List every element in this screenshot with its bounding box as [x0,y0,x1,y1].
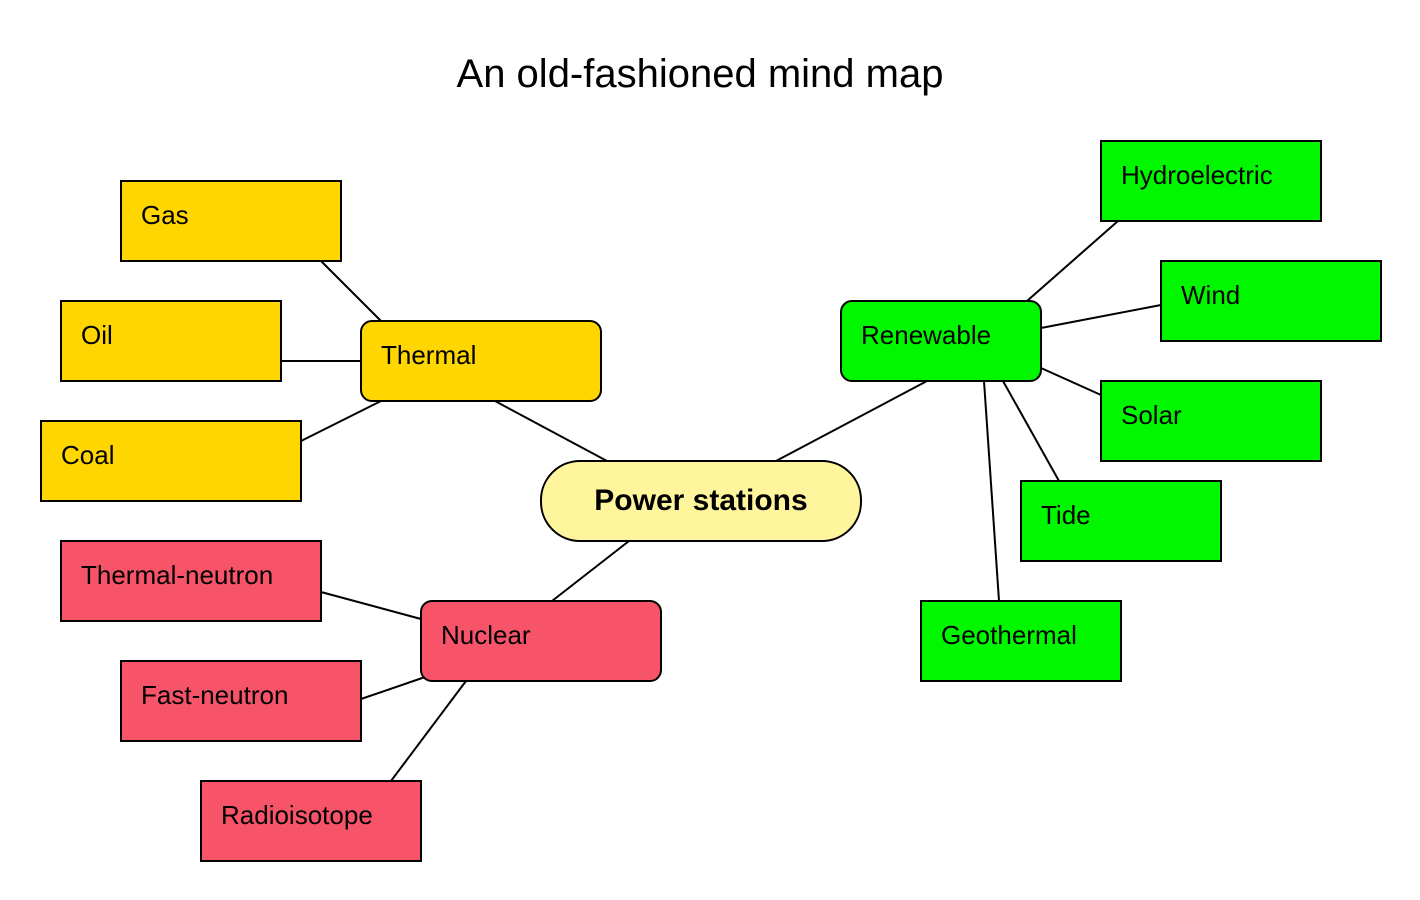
leaf-node-coal: Coal [40,420,302,502]
link-renewable-solar [1040,367,1102,396]
leaf-label-wind: Wind [1181,280,1241,310]
leaf-label-fast-neutron: Fast-neutron [141,680,289,710]
leaf-node-fast-neutron: Fast-neutron [120,660,362,742]
leaf-label-geothermal: Geothermal [941,620,1077,650]
leaf-label-solar: Solar [1121,400,1182,430]
branch-node-thermal: Thermal [360,320,602,402]
leaf-node-gas: Gas [120,180,342,262]
leaf-node-geothermal: Geothermal [920,600,1122,682]
leaf-label-tide: Tide [1041,500,1091,530]
link-nuclear-thermal-neutron [320,591,422,620]
link-nuclear-fast-neutron [360,675,429,700]
leaf-label-oil: Oil [81,320,113,350]
root-label: Power stations [594,484,808,517]
branch-label-renewable: Renewable [861,320,992,350]
link-renewable-tide [1002,380,1060,482]
leaf-label-hydroelectric: Hydroelectric [1121,160,1273,190]
leaf-node-wind: Wind [1160,260,1382,342]
leaf-label-gas: Gas [141,200,189,230]
link-root-thermal [494,400,608,462]
root-node-power-stations: Power stations [540,460,862,542]
link-renewable-wind [1040,304,1162,329]
link-root-nuclear [551,540,630,602]
link-thermal-coal [300,400,382,442]
leaf-label-radioisotope: Radioisotope [221,800,373,830]
leaf-node-hydroelectric: Hydroelectric [1100,140,1322,222]
leaf-label-thermal-neutron: Thermal-neutron [81,560,274,590]
branch-label-thermal: Thermal [381,340,477,370]
link-renewable-hydroelectric [1026,220,1119,302]
link-nuclear-radioisotope [390,680,467,782]
leaf-label-coal: Coal [61,440,115,470]
link-renewable-geothermal [983,380,1000,602]
branch-label-nuclear: Nuclear [441,620,531,650]
leaf-node-solar: Solar [1100,380,1322,462]
branch-node-nuclear: Nuclear [420,600,662,682]
diagram-title: An old-fashioned mind map [456,52,944,96]
leaf-node-thermal-neutron: Thermal-neutron [60,540,322,622]
leaf-node-oil: Oil [60,300,282,382]
branch-node-renewable: Renewable [840,300,1042,382]
link-thermal-gas [320,260,382,322]
leaf-node-radioisotope: Radioisotope [200,780,422,862]
link-root-renewable [775,380,928,462]
leaf-node-tide: Tide [1020,480,1222,562]
